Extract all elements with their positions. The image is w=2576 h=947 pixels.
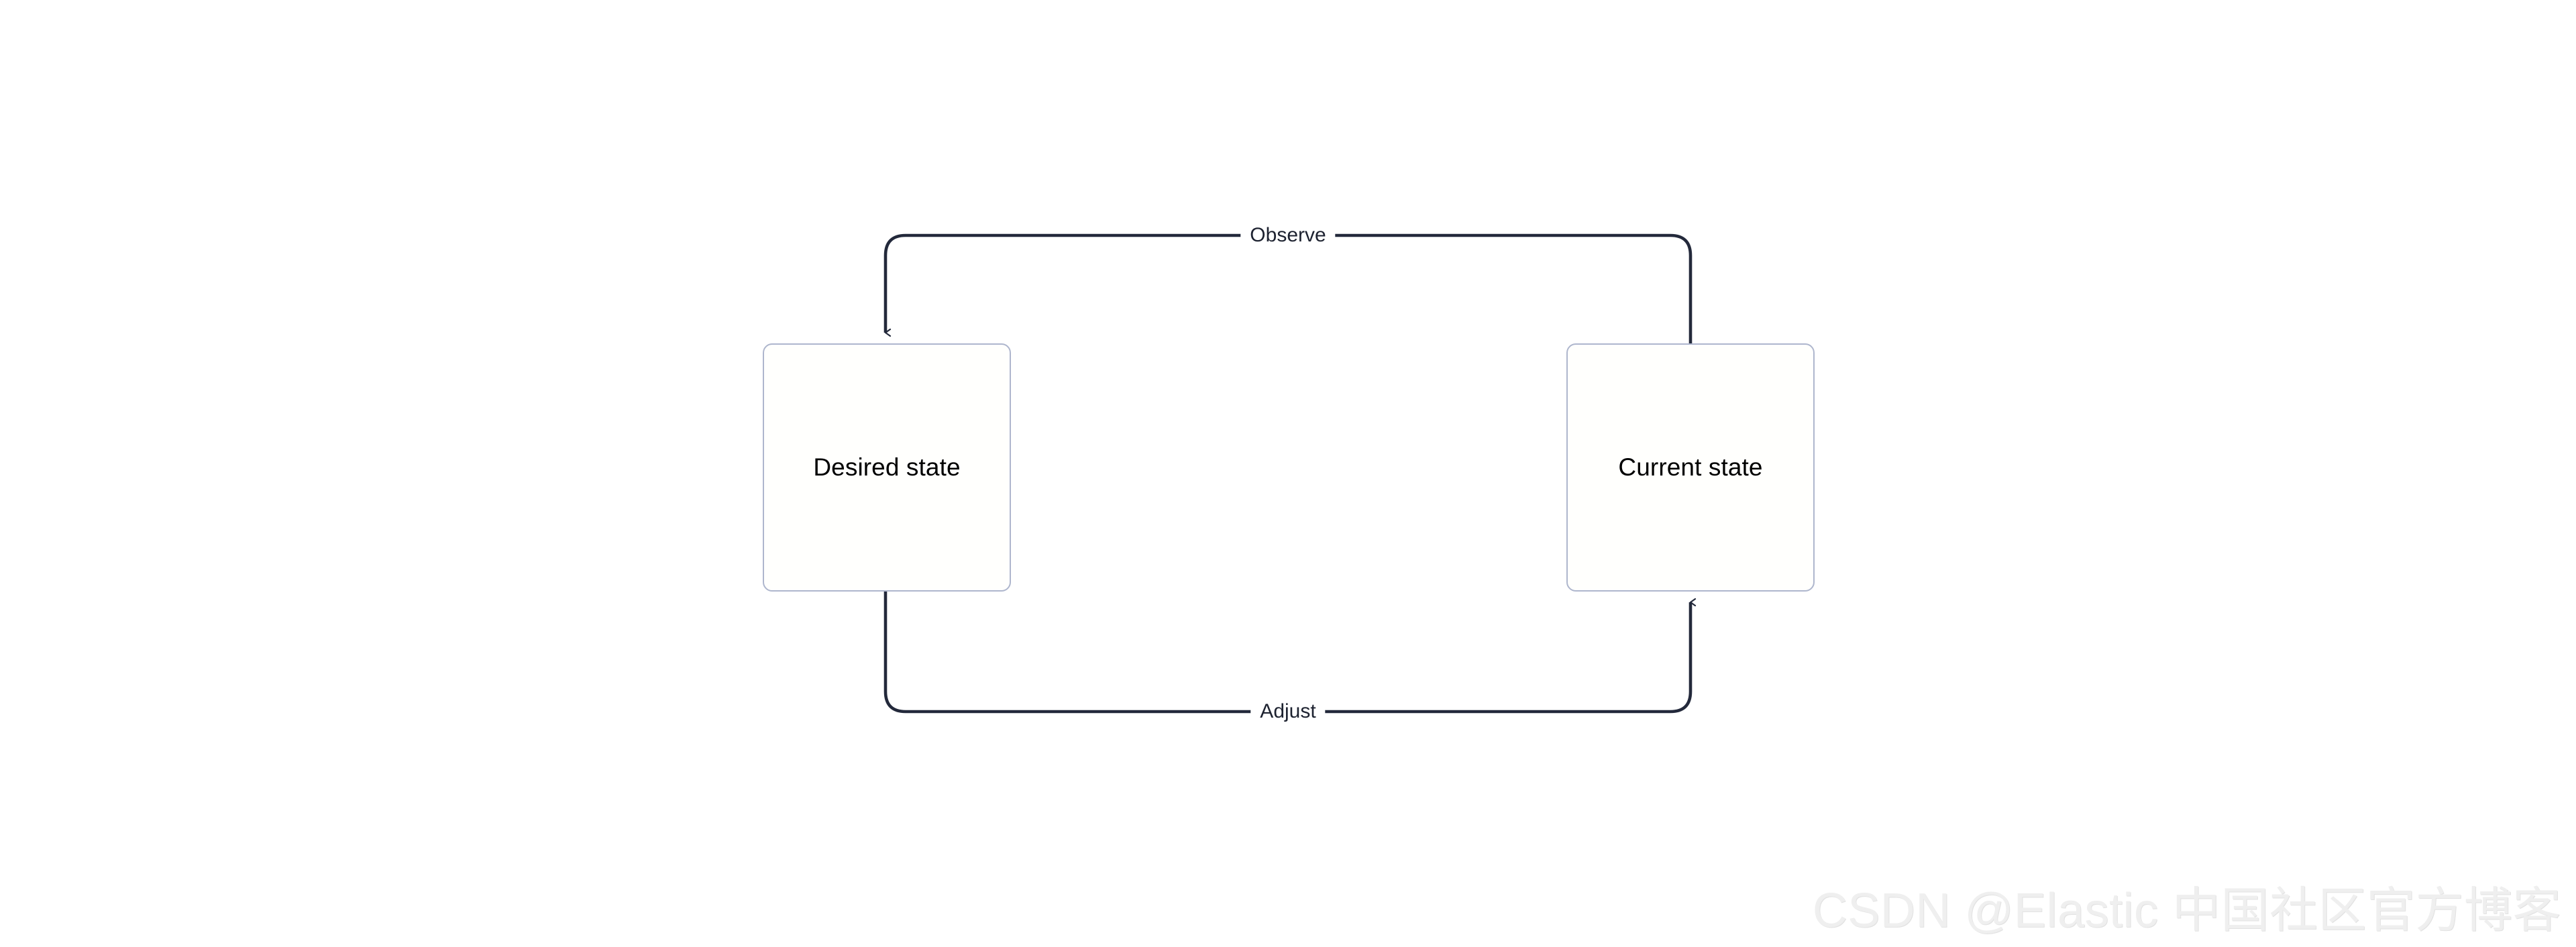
node-current-state-label: Current state xyxy=(1618,453,1763,481)
edge-path-adjust xyxy=(883,592,1690,714)
edge-label-observe: Observe xyxy=(1240,224,1336,247)
node-desired-state[interactable]: Desired state xyxy=(763,343,1011,592)
watermark-text: CSDN @Elastic 中国社区官方博客 xyxy=(1812,884,2561,938)
edge-path-observe xyxy=(883,233,1693,343)
edge-label-adjust: Adjust xyxy=(1250,700,1326,723)
node-desired-state-label: Desired state xyxy=(813,453,961,481)
node-current-state[interactable]: Current state xyxy=(1566,343,1815,592)
